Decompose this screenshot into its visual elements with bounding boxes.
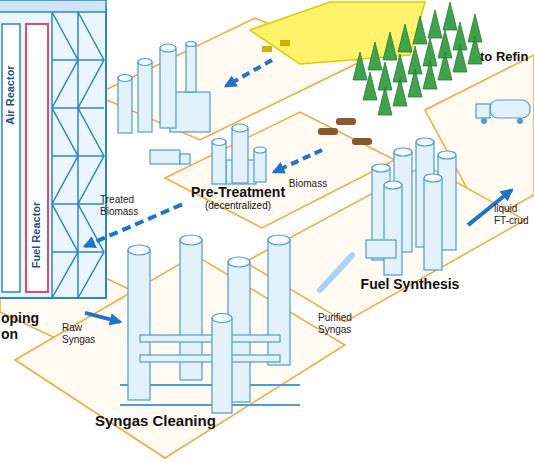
column-top <box>416 138 434 146</box>
flow-label: Raw Syngas <box>62 322 108 346</box>
column-top <box>372 164 390 172</box>
hay-bale <box>262 46 272 52</box>
pipe <box>140 335 280 342</box>
log-pile <box>352 138 372 145</box>
silo-top <box>232 124 248 132</box>
area-title: Syngas Cleaning <box>95 412 216 429</box>
area-title: to Refin <box>480 50 528 65</box>
reactor-label: Fuel Reactor <box>30 202 43 269</box>
column-top <box>180 235 202 245</box>
fuel-reactor-column <box>26 24 48 292</box>
silo <box>254 150 266 182</box>
truck-cab <box>476 104 490 118</box>
reactor-label: Air Reactor <box>4 65 17 124</box>
reactor-column <box>424 178 442 270</box>
silo-top <box>160 44 176 52</box>
silo <box>232 128 248 183</box>
silo <box>212 142 226 184</box>
column-top <box>268 235 290 245</box>
flow-arrow <box>85 204 182 246</box>
process-area: oping on <box>0 0 85 342</box>
silo-top <box>254 147 266 153</box>
silo <box>138 62 152 132</box>
truck-wheel <box>481 118 487 124</box>
area-title: oping on <box>1 310 45 342</box>
column-top <box>128 245 150 255</box>
silo <box>118 78 132 133</box>
steel-truss <box>52 12 104 298</box>
feed-arrow <box>226 60 272 86</box>
truck-wheel <box>517 118 523 124</box>
area-title: Pre-Treatment <box>191 184 285 200</box>
process-area: Pre-Treatment(decentralized) <box>182 184 294 218</box>
tanker-truck <box>490 100 530 118</box>
flow-label: Purified Syngas <box>318 312 370 336</box>
connector-group <box>85 190 512 322</box>
column-top <box>394 148 412 156</box>
reactor-roof <box>0 0 106 12</box>
column-top <box>212 314 232 323</box>
feed-arrow <box>274 150 322 172</box>
column-top <box>424 174 442 182</box>
flow-arrow <box>85 313 120 322</box>
truck-cab <box>180 154 190 164</box>
flow-arrow <box>468 190 512 225</box>
column-top <box>438 151 456 159</box>
log-pile <box>318 128 338 135</box>
column-top <box>384 181 402 189</box>
scrubber-column <box>128 250 150 400</box>
truck <box>150 150 180 164</box>
reactor-building <box>0 8 106 298</box>
silo-top <box>118 75 132 82</box>
gas-pipe <box>320 256 352 290</box>
forest <box>353 2 482 115</box>
air-reactor-column <box>2 24 20 292</box>
silo <box>186 44 196 92</box>
pipe <box>140 355 280 362</box>
compressor-box <box>366 240 396 258</box>
area-note: (decentralized) <box>205 200 271 212</box>
process-area: Fuel Synthesis <box>352 140 468 292</box>
silo <box>160 48 176 128</box>
scrubber-column <box>212 318 232 413</box>
flow-label: Treated Biomass <box>100 194 156 218</box>
process-area: to Refin <box>478 50 534 190</box>
stream-label: Biomass <box>289 178 327 190</box>
silo-top <box>186 42 196 47</box>
silo-top <box>212 139 226 146</box>
crop-field <box>250 2 425 64</box>
hay-bale <box>280 40 290 46</box>
reactor-column <box>384 185 402 275</box>
process-area: Syngas Cleaning <box>120 240 320 435</box>
area-title: Fuel Synthesis <box>361 276 460 292</box>
log-pile <box>336 118 356 125</box>
column-top <box>228 257 250 267</box>
scrubber-column <box>268 240 290 365</box>
flow-label: liquid FT-crud <box>494 203 534 227</box>
silo-top <box>138 59 152 66</box>
